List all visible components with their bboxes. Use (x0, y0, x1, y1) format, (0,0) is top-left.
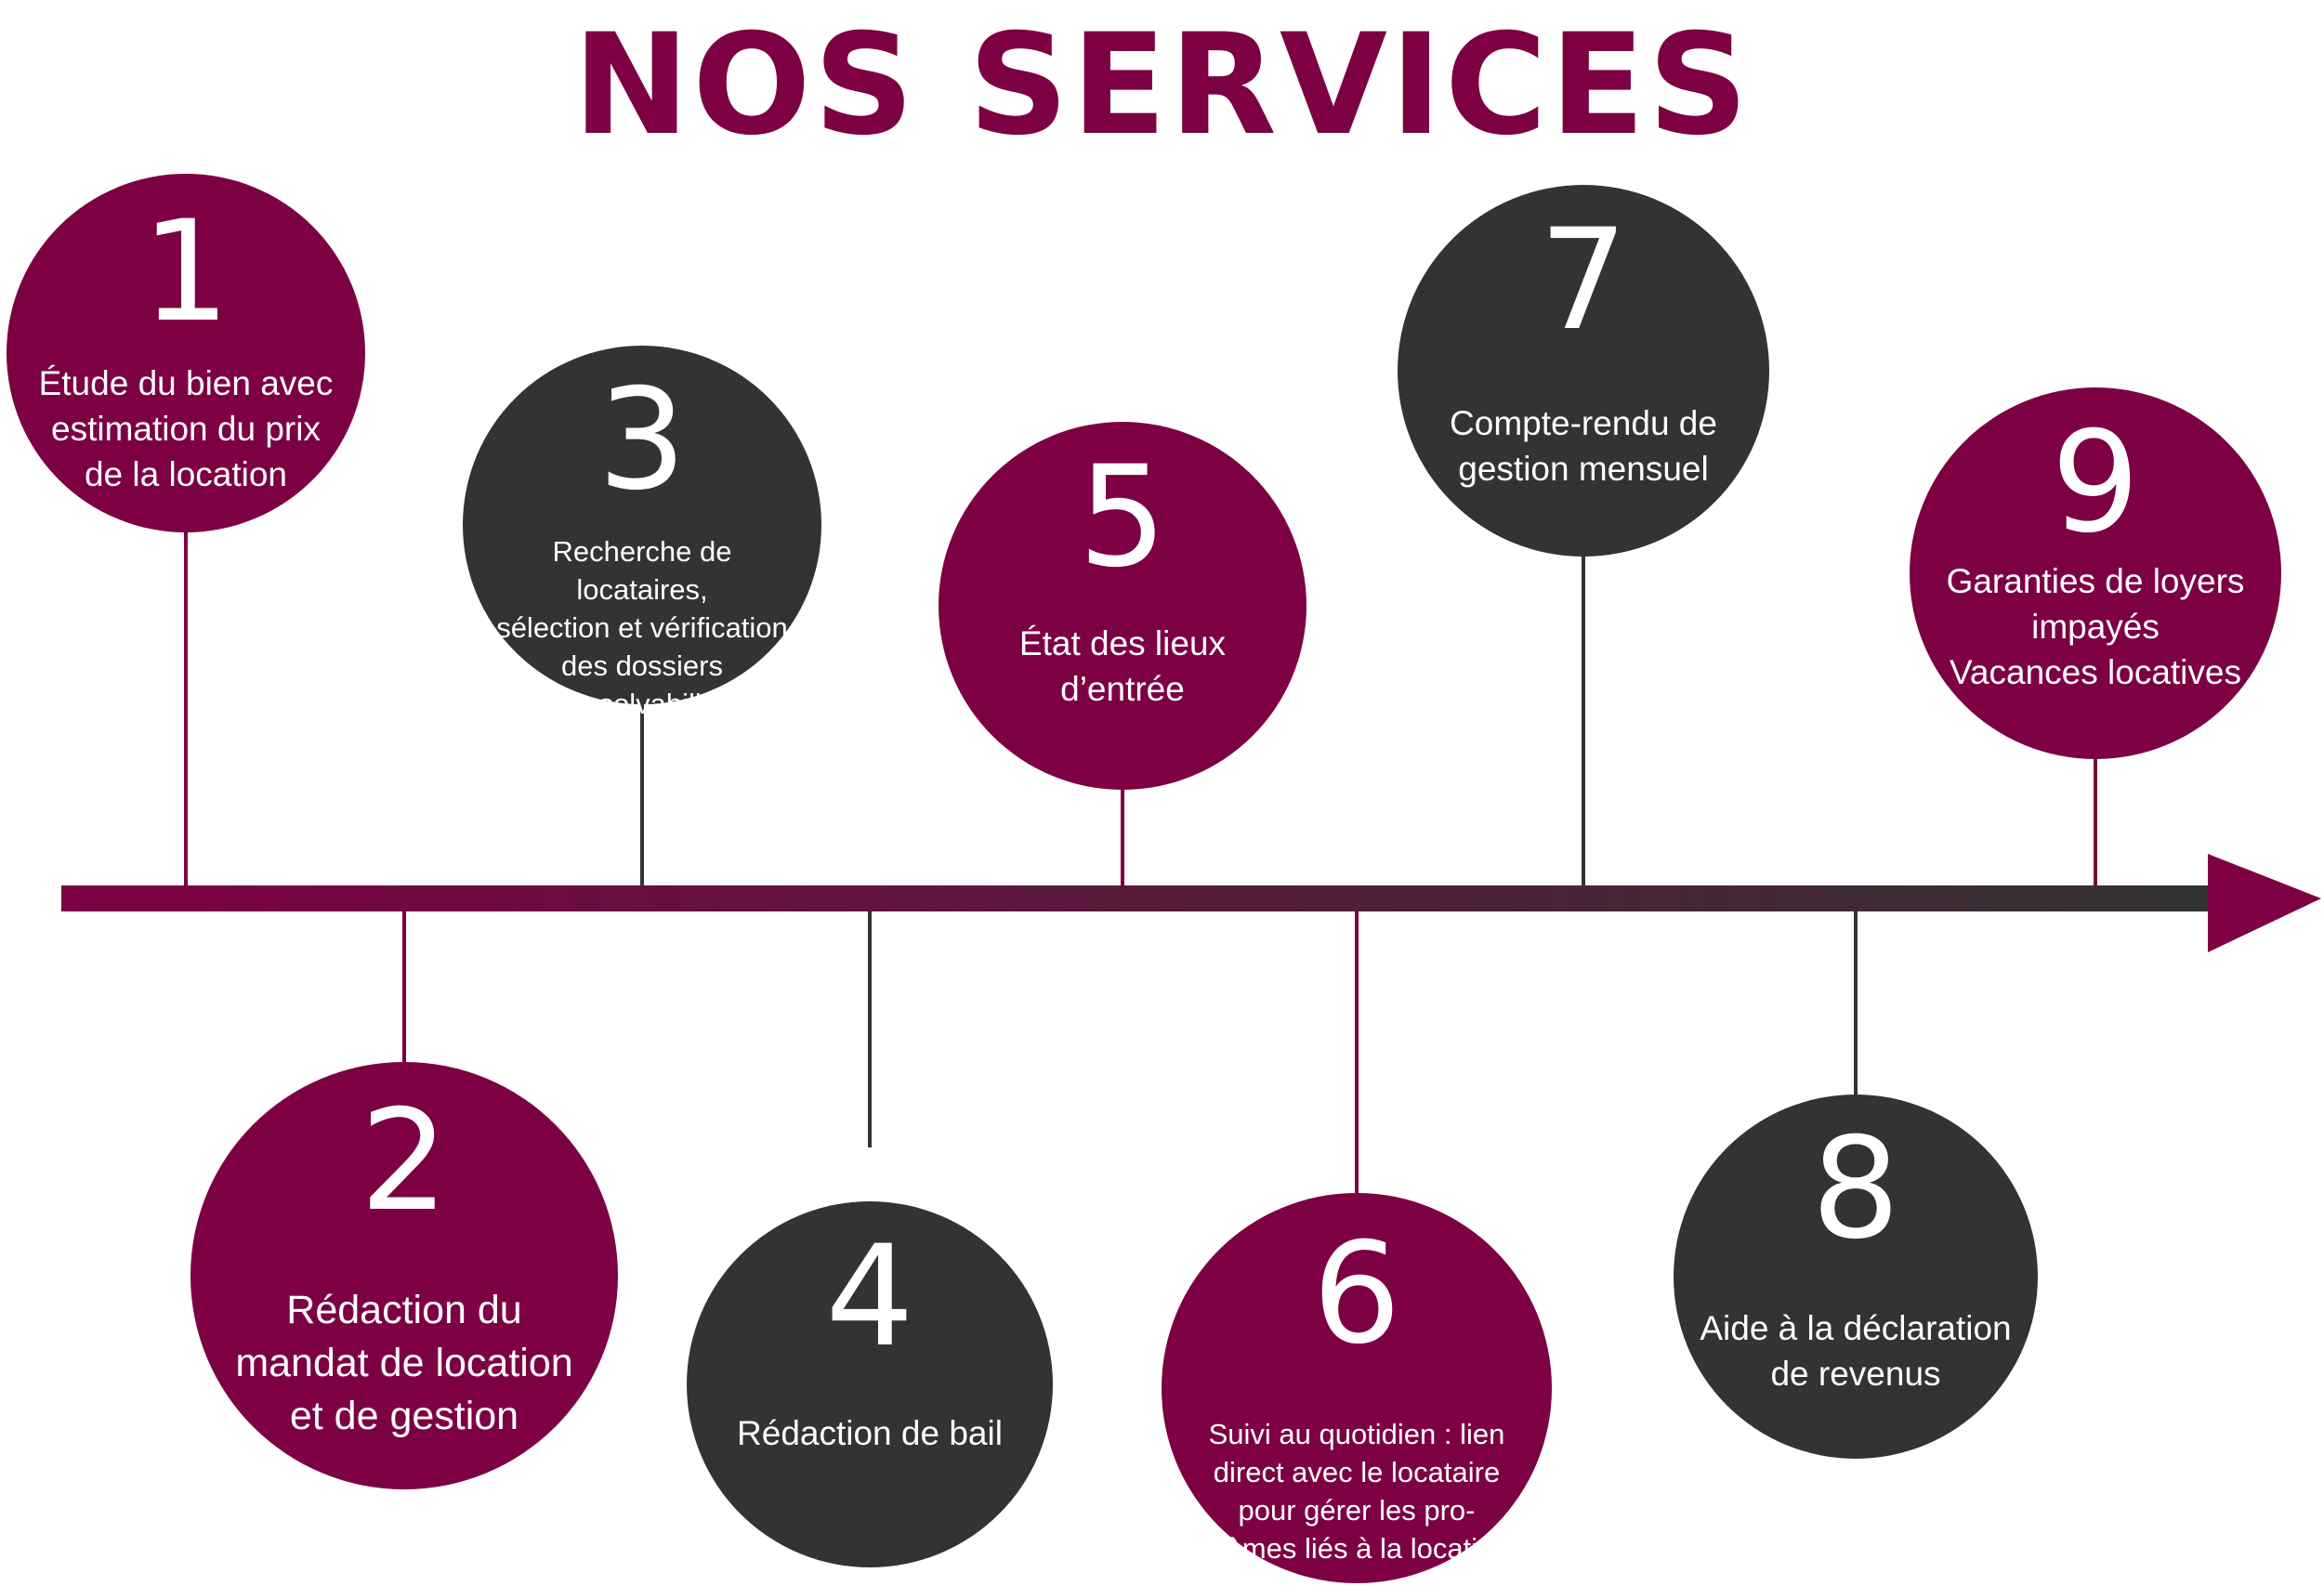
step-description: Rédaction du mandat de location et de gest… (217, 1284, 593, 1443)
step-description: État des lieux d’entrée (961, 621, 1284, 712)
step-description-line: et de gestion (289, 1394, 519, 1439)
step-description-line: Rédaction de bail (737, 1413, 1003, 1452)
step-description-line: Aide à la déclaration (1700, 1309, 2012, 1348)
step-description-line: d’entrée (1060, 669, 1185, 708)
step-description-line: de revenus (1770, 1355, 1941, 1394)
page-title: NOS SERVICES (572, 5, 1752, 166)
step-description-line: Garanties de loyers (1946, 562, 2245, 600)
step-description-line: des dossiers (560, 649, 723, 682)
step-description-line: Recherche de locataires, (552, 534, 732, 606)
step-description-line: Suivi au quotidien : lien (1208, 1418, 1505, 1451)
step-number: 5 (1078, 436, 1167, 598)
step-number: 2 (360, 1081, 449, 1243)
step-description: Suivi au quotidien : lien direct avec le … (1185, 1415, 1529, 1567)
step-description-line: sélection et vérification (496, 610, 788, 644)
timeline-axis (61, 885, 2217, 911)
step-number: 7 (1539, 200, 1628, 361)
step-description-line: gestion mensuel (1458, 450, 1709, 488)
step-description-line: pour gérer les pro- (1238, 1494, 1476, 1527)
step-description: Rédaction de bail (709, 1410, 1031, 1456)
step-description: Recherche de locataires, sélection et vér… (484, 532, 800, 723)
step-description-line: de solvabilité (558, 687, 726, 720)
step-number: 1 (141, 190, 230, 353)
step-description-line: mandat de location (235, 1341, 573, 1386)
step-description: Étude du bien avec estimation du prix de l… (28, 360, 344, 497)
step-description-line: estimation du prix (51, 409, 321, 448)
step-description-line: Compte-rendu de (1450, 404, 1717, 442)
step-number: 9 (2051, 402, 2140, 564)
step-description-line: État des lieux (1018, 623, 1227, 662)
step-number: 6 (1312, 1212, 1401, 1375)
step-description-line: blèmes liés à la location (1203, 1532, 1510, 1566)
step-description: Compte-rendu de gestion mensuel (1420, 400, 1747, 492)
step-number: 3 (597, 360, 687, 522)
step-number: 4 (825, 1215, 914, 1378)
step-description-line: Rédaction du (286, 1288, 522, 1333)
step-number: 8 (1811, 1108, 1900, 1271)
step-description-line: impayés (2031, 608, 2160, 646)
step-description-line: Étude du bien avec (38, 363, 334, 402)
step-description-line: direct avec le locataire (1213, 1456, 1501, 1489)
step-description: Aide à la déclaration de revenus (1696, 1305, 2016, 1396)
step-description-line: de la location (84, 454, 288, 493)
timeline-arrowhead (2208, 854, 2321, 952)
step-description-line: Vacances locatives (1950, 653, 2241, 691)
